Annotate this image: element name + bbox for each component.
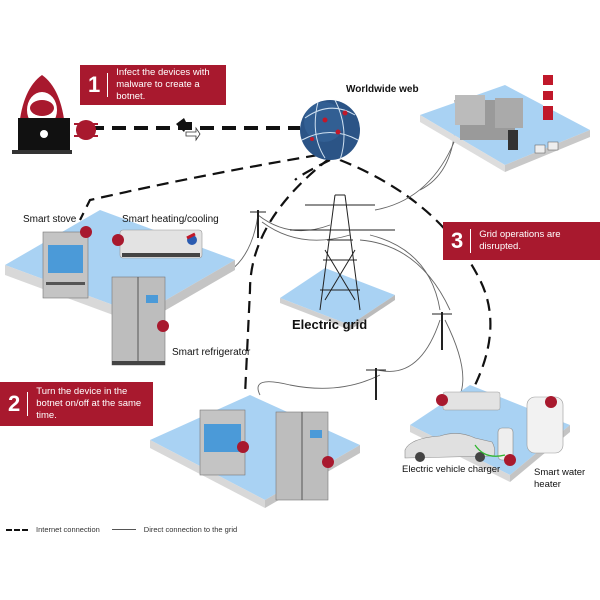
water-heater-label-line2: heater [534, 479, 561, 490]
smart-refrigerator-label: Smart refrigerator [172, 347, 251, 358]
electric-car-icon [404, 433, 495, 462]
utility-pole-icons [250, 210, 452, 400]
step-1-text: Infect the devices with malware to creat… [116, 67, 210, 102]
home-platform-2 [150, 395, 360, 508]
step-2-callout: 2 Turn the device in the botnet on/off a… [0, 382, 153, 426]
smart-water-heater-icon [526, 396, 564, 454]
smart-refrigerator-2-icon [275, 411, 329, 501]
water-heater-label-line1: Smart water [534, 467, 586, 478]
step-1-number: 1 [88, 73, 109, 97]
ev-charger-icon [474, 427, 514, 461]
smart-stove-icon [42, 231, 89, 299]
smart-refrigerator-icon [111, 276, 166, 366]
air-conditioner-icon [442, 391, 501, 411]
bug-icon [74, 120, 98, 140]
smart-heating-cooling-label: Smart heating/cooling [122, 214, 219, 225]
malware-bug-icons [80, 226, 557, 468]
legend-dashed-line-icon [6, 528, 28, 531]
hacker-icon [12, 75, 98, 154]
electric-grid-platform [280, 268, 395, 330]
step-3-number: 3 [451, 229, 472, 253]
internet-connections [79, 126, 492, 396]
legend: Internet connection Direct connection to… [6, 525, 237, 534]
step-3-callout: 3 Grid operations are disrupted. [443, 222, 600, 260]
smart-heating-cooling-icon [119, 229, 203, 259]
step-2-text: Turn the device in the botnet on/off at … [36, 386, 142, 421]
legend-direct-label: Direct connection to the grid [143, 525, 238, 534]
step-2-number: 2 [8, 392, 29, 416]
ev-charger-label: Electric vehicle charger [402, 464, 501, 475]
smart-stove-label: Smart stove [23, 214, 77, 225]
worldwide-web-label: Worldwide web [346, 84, 419, 95]
step-3-text: Grid operations are disrupted. [479, 229, 561, 252]
data-exchange-arrow-icon [176, 118, 201, 142]
legend-internet-label: Internet connection [36, 525, 100, 534]
globe-icon [300, 99, 360, 161]
step-1-callout: 1 Infect the devices with malware to cre… [80, 65, 226, 105]
transmission-tower-icon [290, 194, 395, 311]
legend-solid-line-icon [111, 529, 136, 530]
electric-grid-label: Electric grid [292, 317, 368, 332]
smart-stove-2-icon [199, 409, 246, 476]
power-plant-icon [420, 75, 590, 172]
